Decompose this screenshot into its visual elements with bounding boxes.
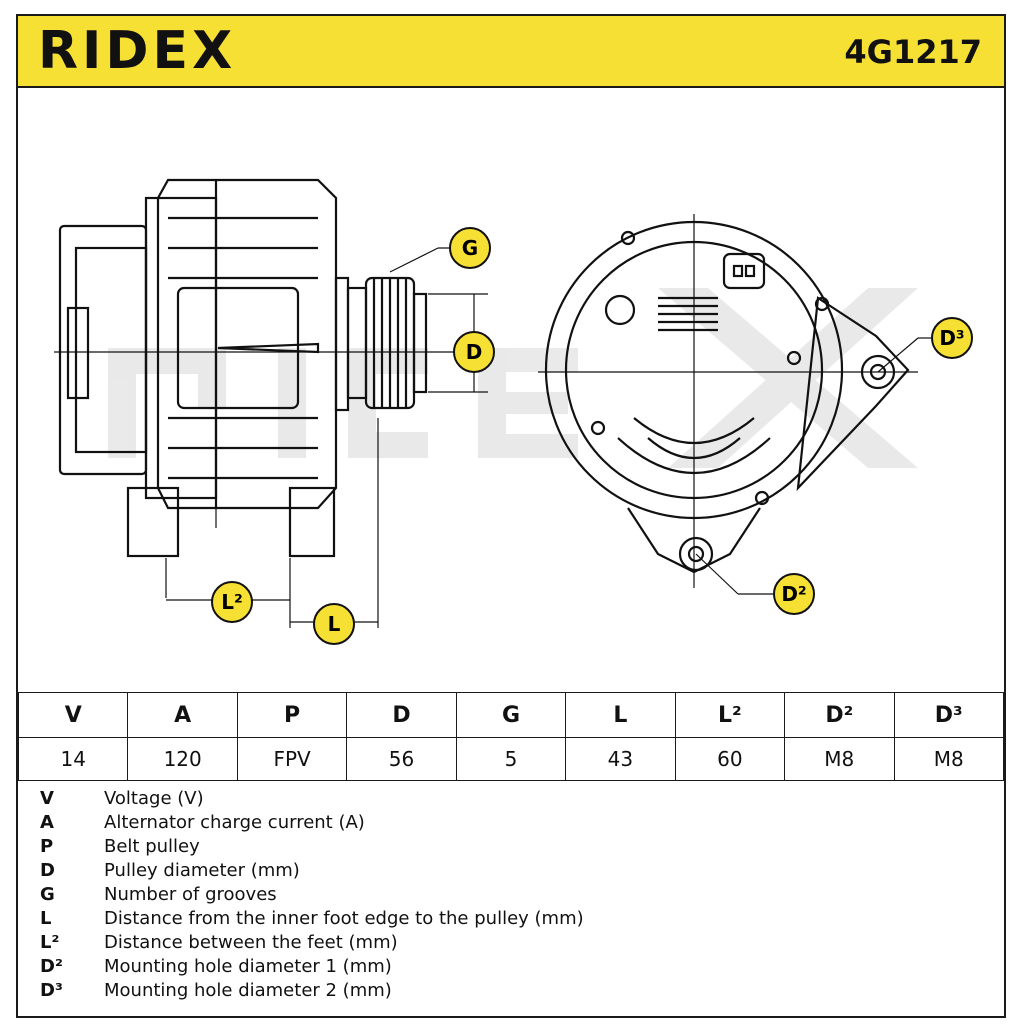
spec-value-cell: 120 [127,737,238,781]
spec-value-cell: M8 [893,737,1004,781]
technical-drawing: G D D³ D² L² L [18,88,1004,692]
spec-value-cell: 43 [565,737,676,781]
legend-desc: Distance between the feet (mm) [104,931,398,953]
spec-value-cell: 60 [674,737,786,781]
callout-l2: L² [211,581,253,623]
legend-desc: Voltage (V) [104,787,204,809]
spec-header-cell: A [127,692,238,738]
legend-item: A Alternator charge current (A) [40,810,980,834]
spec-value-row: 14 120 FPV 56 5 43 60 M8 M8 [17,737,1004,781]
spec-header-cell: D [346,692,457,738]
legend-key: L² [40,931,60,953]
spec-value-cell: 56 [346,737,457,781]
alternator-drawing: G D D³ D² L² L [54,178,973,645]
legend-item: L² Distance between the feet (mm) [40,930,980,954]
svg-text:L: L [328,612,341,636]
spec-value-cell: 14 [17,737,129,781]
spec-header-cell: V [17,692,129,738]
legend-key: D³ [40,979,63,1001]
product-sheet: RIDEX 4G1217 [16,14,1006,1018]
legend-item: L Distance from the inner foot edge to th… [40,906,980,930]
callout-g: G [449,227,491,269]
legend-item: D² Mounting hole diameter 1 (mm) [40,954,980,978]
legend-item: G Number of grooves [40,882,980,906]
callout-l: L [313,603,355,645]
legend-key: D² [40,955,63,977]
spec-table: V A P D G L L² D² D³ 14 120 FPV 56 5 43 … [17,692,1004,781]
header-bar: RIDEX 4G1217 [18,16,1004,88]
brand-logo: RIDEX [38,21,237,81]
legend-item: D³ Mounting hole diameter 2 (mm) [40,978,980,1002]
svg-text:D: D [466,340,483,364]
legend-key: P [40,835,54,857]
front-view-centerlines [538,214,934,595]
spec-header-row: V A P D G L L² D² D³ [17,692,1004,738]
watermark [108,288,918,468]
alternator-front-view [544,220,910,574]
spec-value-cell: FPV [236,737,348,781]
part-number: 4G1217 [844,33,982,71]
legend-desc: Number of grooves [104,883,277,905]
spec-header-cell: D³ [893,692,1004,738]
spec-header-cell: L² [674,692,786,738]
legend-key: V [40,787,54,809]
legend-item: D Pulley diameter (mm) [40,858,980,882]
svg-text:G: G [462,236,478,260]
svg-text:D²: D² [781,582,806,606]
spec-value-cell: 5 [455,737,567,781]
legend-desc: Belt pulley [104,835,200,857]
legend-desc: Mounting hole diameter 1 (mm) [104,955,392,977]
spec-header-cell: D² [784,692,895,738]
spec-header-cell: G [455,692,567,738]
legend-key: D [40,859,55,881]
spec-header-cell: L [565,692,676,738]
legend-desc: Pulley diameter (mm) [104,859,300,881]
callout-d: D [453,331,495,373]
legend: V Voltage (V) A Alternator charge current … [40,786,980,1002]
svg-text:D³: D³ [939,326,964,350]
spec-header-cell: P [236,692,348,738]
legend-key: L [40,907,52,929]
svg-text:L²: L² [221,590,243,614]
legend-key: A [40,811,54,833]
legend-desc: Mounting hole diameter 2 (mm) [104,979,392,1001]
legend-key: G [40,883,55,905]
legend-desc: Distance from the inner foot edge to the… [104,907,584,929]
spec-value-cell: M8 [784,737,895,781]
callout-d2: D² [773,573,815,615]
callout-d3: D³ [931,317,973,359]
legend-item: V Voltage (V) [40,786,980,810]
legend-desc: Alternator charge current (A) [104,811,365,833]
legend-item: P Belt pulley [40,834,980,858]
